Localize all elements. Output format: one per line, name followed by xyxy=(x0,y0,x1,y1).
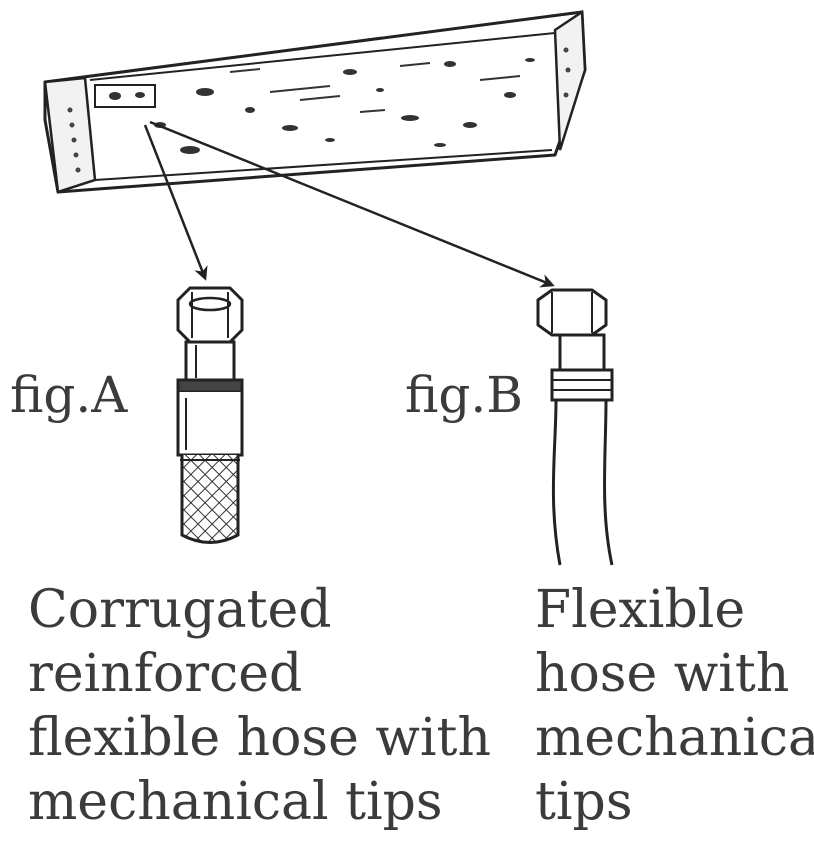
fig-a-caption-line: mechanical tips xyxy=(28,772,443,832)
fig-b-caption: Flexible hose with mechanical tips xyxy=(535,578,814,834)
arrow-to-fig-a xyxy=(143,124,208,281)
control-board xyxy=(43,9,587,194)
fig-b-caption-line: tips xyxy=(535,772,633,832)
fig-a-caption-line: Corrugated xyxy=(28,580,332,640)
fig-a-caption-line: flexible hose with xyxy=(28,708,491,768)
fig-b-caption-line: hose with xyxy=(535,644,790,704)
fig-a-label: fig.A xyxy=(10,366,128,424)
fig-b-caption-line: mechanical xyxy=(535,708,814,768)
arrow-to-fig-b xyxy=(149,120,555,288)
hose-fig-b xyxy=(536,288,614,566)
fig-a-caption: Corrugated reinforced flexible hose with… xyxy=(28,578,491,834)
fig-b-label: fig.B xyxy=(405,366,523,424)
fig-a-caption-line: reinforced xyxy=(28,644,303,704)
hose-fig-a xyxy=(176,286,244,544)
fig-b-caption-line: Flexible xyxy=(535,580,746,640)
